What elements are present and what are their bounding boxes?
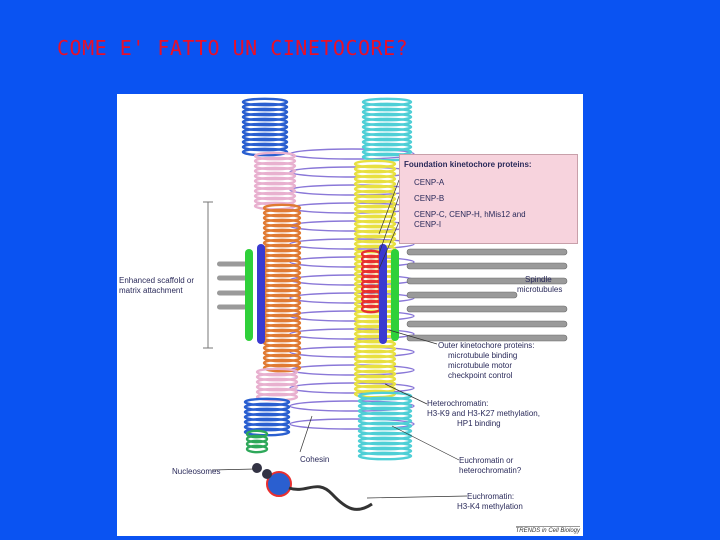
kinetochore-figure: Foundation kinetochore proteins: CENP-A …	[117, 94, 583, 536]
foundation-item-cenp-i: CENP-I	[414, 220, 441, 230]
outer-plate-right	[391, 249, 399, 341]
heterochromatin-label-1: Heterochromatin:	[427, 399, 488, 409]
enhanced-scaffold-label-2: matrix attachment	[119, 286, 183, 296]
microtubule	[407, 263, 567, 269]
microtubule-left	[217, 305, 247, 310]
heterochromatin-label-3: HP1 binding	[457, 419, 501, 429]
foundation-box: Foundation kinetochore proteins: CENP-A …	[399, 154, 578, 244]
microtubule-left	[217, 291, 247, 296]
foundation-title: Foundation kinetochore proteins:	[404, 160, 532, 169]
enhanced-scaffold-label-1: Enhanced scaffold or	[119, 276, 194, 286]
microtubule-left	[217, 262, 247, 267]
foundation-item-cenp-b: CENP-B	[414, 194, 444, 204]
heterochromatin-label-2: H3-K9 and H3-K27 methylation,	[427, 409, 540, 419]
cohesin-label: Cohesin	[300, 455, 329, 465]
inner-plate-left	[257, 244, 265, 344]
spindle-label-2: microtubules	[517, 285, 562, 295]
microtubule	[407, 292, 517, 298]
nucleosome-small	[252, 463, 262, 473]
outer-kt-label-2: microtubule binding	[448, 351, 517, 361]
coil-green	[247, 446, 267, 452]
figure-credit: TRENDS in Cell Biology	[516, 526, 580, 534]
eu-or-hetero-label-1: Euchromatin or	[459, 456, 513, 466]
coil-cyan	[359, 453, 411, 459]
foundation-item-cenp-c: CENP-C, CENP-H, hMis12 and	[414, 210, 526, 220]
eu-or-hetero-label-2: heterochromatin?	[459, 466, 521, 476]
microtubule	[407, 306, 567, 312]
outer-plate-left	[245, 249, 253, 341]
nucleosome-small	[262, 469, 272, 479]
foundation-item-cenp-a: CENP-A	[414, 178, 444, 188]
outer-kt-label-4: checkpoint control	[448, 371, 512, 381]
outer-kt-label-3: microtubule motor	[448, 361, 512, 371]
microtubule	[407, 249, 567, 255]
spindle-label-1: Spindle	[525, 275, 552, 285]
microtubule	[407, 321, 567, 327]
euchromatin-label-2: H3-K4 methylation	[457, 502, 523, 512]
microtubule-left	[217, 276, 247, 281]
nucleosomes-label: Nucleosomes	[172, 467, 220, 477]
slide-title: COME E' FATTO UN CINETOCORE?	[57, 36, 408, 60]
outer-kt-label-1: Outer kinetochore proteins:	[438, 341, 535, 351]
leader-line	[367, 496, 467, 498]
dna-strand	[289, 487, 372, 510]
cenp-a-coil	[362, 306, 380, 312]
euchromatin-label-1: Euchromatin:	[467, 492, 514, 502]
